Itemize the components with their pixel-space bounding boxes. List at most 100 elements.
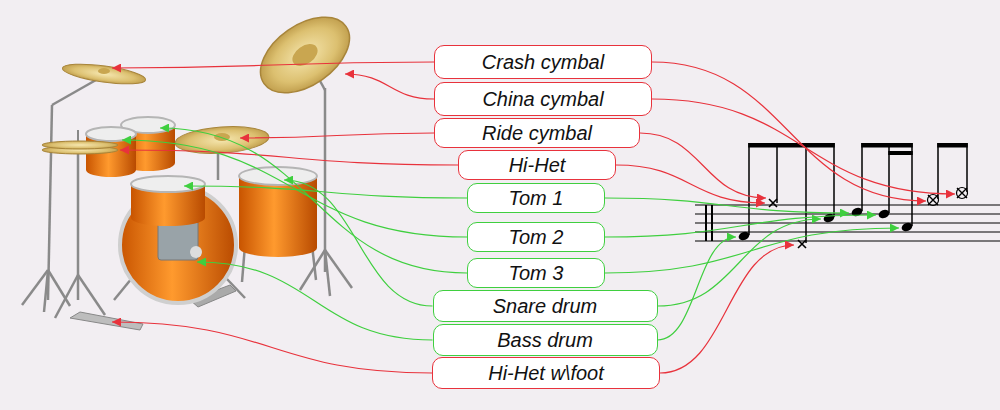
part-name: Crash cymbal (482, 52, 604, 72)
note-stem (805, 143, 807, 243)
tom-shell (131, 210, 205, 226)
leader-line (160, 128, 467, 273)
part-name: Tom 1 (509, 188, 564, 208)
label-box: Snare drum (433, 290, 658, 322)
note-stem (833, 143, 835, 217)
stand-leg (44, 270, 48, 312)
circled-x-head (957, 188, 967, 198)
tom-drum (131, 176, 205, 226)
china-cymbal (247, 2, 363, 109)
cymbal-bell (288, 40, 321, 71)
tom-shell (86, 163, 136, 177)
note-stem (937, 143, 939, 199)
leader-line (120, 150, 458, 165)
note-head (850, 206, 863, 217)
label-box: Tom 1 (467, 183, 605, 213)
note-head (822, 212, 835, 223)
x-note-head (798, 240, 806, 248)
label-box: Tom 3 (467, 258, 605, 288)
leader-line (112, 62, 434, 68)
crash-cymbal (61, 60, 146, 88)
note-head (737, 230, 750, 241)
circled-x-head (928, 195, 939, 206)
bass-port (190, 246, 202, 258)
note-beam (748, 143, 835, 148)
bass-spur (114, 278, 132, 300)
label-box: Hi-Het (458, 150, 616, 180)
hihat-pedal (70, 312, 143, 330)
leader-line (660, 245, 794, 373)
label-box: Bass drum (433, 324, 658, 356)
leader-line (605, 198, 849, 213)
leader-line (197, 262, 433, 340)
stand-leg (48, 270, 70, 306)
label-box: Hi-Het w\foot (432, 357, 660, 389)
leader-line (616, 165, 765, 203)
leader-line (240, 133, 434, 138)
staff-line (695, 223, 1000, 224)
stands (22, 70, 352, 318)
cymbal-bell (98, 68, 110, 74)
leader-line (284, 180, 433, 306)
note-stem (911, 143, 913, 226)
floor-tom (239, 167, 317, 257)
label-box: Crash cymbal (434, 45, 652, 79)
note-beam (861, 143, 913, 148)
stand-leg (325, 250, 330, 296)
beams (748, 143, 968, 155)
hihat-cymbal (42, 141, 118, 149)
staff (695, 205, 1000, 241)
staff-line (695, 214, 1000, 215)
staff-line (695, 205, 1000, 206)
part-name: Tom 2 (509, 227, 564, 247)
note-stem (748, 143, 750, 235)
circled-x-head (928, 195, 938, 205)
part-name: Tom 3 (509, 263, 564, 283)
leader-line (184, 186, 467, 198)
china-stand (324, 88, 327, 272)
label-box: Ride cymbal (434, 118, 640, 148)
note-head (900, 221, 913, 232)
part-name: China cymbal (482, 89, 603, 109)
part-name: Snare drum (493, 296, 598, 316)
tom-head (86, 127, 136, 141)
tom-shell (239, 239, 317, 257)
staff-line (695, 232, 1000, 233)
cymbals (42, 2, 363, 157)
drum-notation (695, 143, 1000, 248)
stand-leg (78, 275, 105, 315)
note-heads (737, 206, 913, 241)
note-stem (776, 143, 778, 203)
leader-line (652, 62, 926, 201)
label-box: China cymbal (434, 82, 652, 116)
note-stem (966, 143, 968, 192)
bar-line (711, 205, 713, 241)
leader-line (112, 322, 432, 373)
leader-line (122, 140, 467, 237)
part-name: Hi-Het w\foot (488, 363, 604, 383)
x-note-head (769, 199, 777, 207)
leader-line (640, 133, 766, 198)
note-head (877, 208, 890, 219)
staff-line (695, 241, 1000, 242)
part-name: Hi-Het (509, 155, 566, 175)
leader-line (658, 219, 822, 306)
leader-line (658, 237, 737, 340)
circled-x-head (957, 188, 968, 199)
stand-leg (55, 275, 78, 318)
part-name: Bass drum (497, 330, 593, 350)
drum-kit (22, 2, 363, 330)
leader-line (345, 74, 434, 99)
note-stem (861, 143, 863, 211)
note-beam (888, 151, 913, 155)
leader-line (605, 215, 876, 237)
bar-line (705, 205, 707, 241)
tom-head (239, 167, 317, 185)
note-beam (937, 143, 968, 148)
label-box: Tom 2 (467, 222, 605, 252)
tom-head (131, 176, 205, 192)
leader-line (652, 99, 955, 194)
leader-line (605, 228, 899, 273)
part-name: Ride cymbal (482, 123, 592, 143)
